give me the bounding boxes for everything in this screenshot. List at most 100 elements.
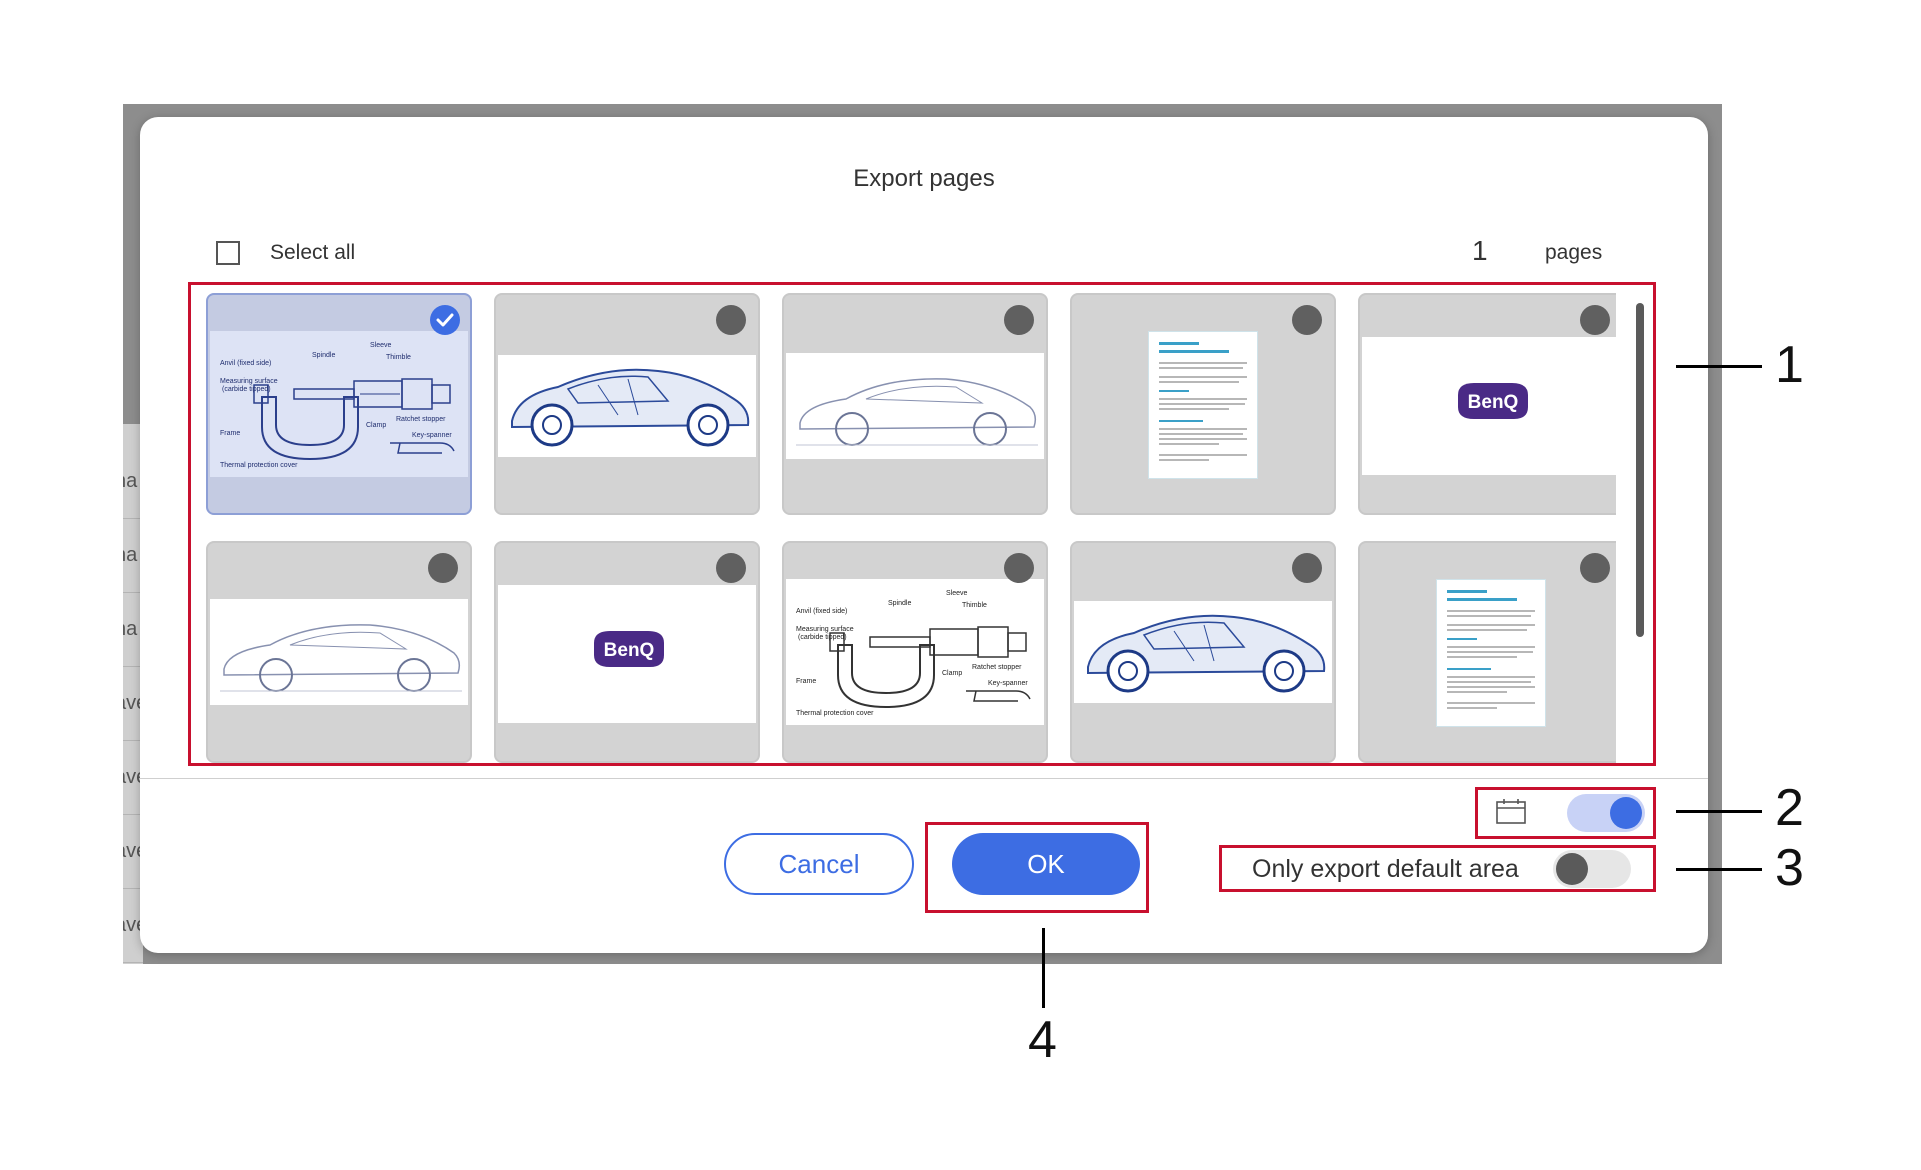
page-thumbnail[interactable]: [1070, 541, 1336, 763]
logo-text: BenQ: [1468, 392, 1519, 413]
callout-box-4: [925, 822, 1149, 913]
document-lines: [1159, 342, 1247, 461]
select-all-label: Select all: [270, 241, 356, 264]
unselected-indicator-icon[interactable]: [1292, 305, 1322, 335]
cancel-button[interactable]: Cancel: [724, 833, 914, 895]
micrometer-label: Frame: [220, 430, 240, 437]
car-side-drawing: [220, 624, 462, 692]
callout-box-2: [1475, 787, 1656, 839]
footer-divider: [140, 778, 1708, 779]
micrometer-label: Key-spanner: [412, 432, 452, 439]
callout-leader-4: [1042, 928, 1045, 1008]
car-xray-drawing: [511, 368, 750, 447]
car-side-drawing: [796, 378, 1038, 446]
callout-box-3: [1219, 845, 1656, 892]
document-lines: [1447, 590, 1535, 709]
callout-leader-2: [1676, 810, 1762, 813]
default-area-toggle[interactable]: [1552, 850, 1631, 888]
selected-check-icon[interactable]: [430, 305, 460, 335]
micrometer-label: Thermal protection cover: [796, 710, 874, 717]
callout-number-1: 1: [1775, 336, 1804, 394]
micrometer-label: Anvil (fixed side): [796, 608, 847, 615]
page-count-unit: pages: [1545, 241, 1603, 264]
micrometer-label: Clamp: [942, 670, 962, 677]
background-list-item: na: [123, 444, 143, 519]
unselected-indicator-icon[interactable]: [1004, 553, 1034, 583]
unselected-indicator-icon[interactable]: [1580, 305, 1610, 335]
background-list: [123, 424, 143, 964]
select-all-control[interactable]: Select all: [216, 241, 355, 265]
micrometer-label: Sleeve: [946, 590, 968, 597]
toggle-knob: [1555, 853, 1588, 885]
micrometer-label: Clamp: [366, 422, 386, 429]
page-thumbnail[interactable]: [1358, 541, 1616, 763]
background-list-item: ave: [123, 666, 143, 741]
logo-text: BenQ: [604, 640, 655, 661]
unselected-indicator-icon[interactable]: [1004, 305, 1034, 335]
thumbnail-scrollbar[interactable]: [1636, 303, 1644, 637]
car-sketch-image: [786, 353, 1044, 459]
micrometer-label: Ratchet stopper: [396, 416, 446, 423]
background-list-item: na: [123, 518, 143, 593]
micrometer-image: Anvil (fixed side) Spindle Sleeve Thimbl…: [786, 579, 1044, 725]
page-thumbnail[interactable]: [206, 541, 472, 763]
unselected-indicator-icon[interactable]: [428, 553, 458, 583]
page-thumbnail[interactable]: Anvil (fixed side) Spindle Sleeve Thimbl…: [206, 293, 472, 515]
document-page-image: [1148, 331, 1258, 479]
callout-number-3: 3: [1775, 839, 1804, 897]
callout-number-4: 4: [1028, 1011, 1057, 1069]
page-thumbnail[interactable]: BenQ: [494, 541, 760, 763]
background-list-item: ave: [123, 888, 143, 963]
calendar-toggle[interactable]: [1567, 794, 1645, 832]
benq-logo: BenQ: [594, 631, 664, 667]
page-thumbnail[interactable]: [1070, 293, 1336, 515]
background-list-item: na: [123, 592, 143, 667]
car-sketch-image: [1074, 601, 1332, 703]
micrometer-label: Sleeve: [370, 342, 392, 349]
select-all-checkbox[interactable]: [216, 241, 240, 265]
page-thumbnail[interactable]: [782, 293, 1048, 515]
callout-leader-3: [1676, 868, 1762, 871]
micrometer-label: Frame: [796, 678, 816, 685]
micrometer-label: (carbide tipped): [798, 634, 847, 641]
export-pages-dialog: Export pages Select all 1 pages Anvil: [140, 117, 1708, 953]
unselected-indicator-icon[interactable]: [716, 305, 746, 335]
micrometer-image: Anvil (fixed side) Spindle Sleeve Thimbl…: [210, 331, 468, 477]
car-sketch-image: [210, 599, 468, 705]
page-thumbnail[interactable]: [494, 293, 760, 515]
background-list-item: ave: [123, 814, 143, 889]
callout-box-1: [188, 282, 1656, 766]
micrometer-label: Key-spanner: [988, 680, 1028, 687]
micrometer-label: Thimble: [962, 602, 987, 609]
page-thumbnail[interactable]: BenQ: [1358, 293, 1616, 515]
default-area-row: Only export default area: [1252, 850, 1631, 888]
page-thumbnail[interactable]: Anvil (fixed side) Spindle Sleeve Thimbl…: [782, 541, 1048, 763]
micrometer-label: (carbide tipped): [222, 386, 271, 393]
micrometer-label: Spindle: [888, 600, 911, 607]
micrometer-label: Measuring surface: [796, 626, 854, 633]
micrometer-label: Ratchet stopper: [972, 664, 1022, 671]
toggle-knob: [1610, 797, 1642, 829]
unselected-indicator-icon[interactable]: [1292, 553, 1322, 583]
micrometer-label: Thermal protection cover: [220, 462, 298, 469]
car-sketch-image: [498, 355, 756, 457]
micrometer-label: Anvil (fixed side): [220, 360, 271, 367]
unselected-indicator-icon[interactable]: [1580, 553, 1610, 583]
dialog-title: Export pages: [853, 165, 995, 192]
benq-logo-image: BenQ: [1362, 337, 1616, 475]
callout-number-2: 2: [1775, 779, 1804, 837]
micrometer-label: Thimble: [386, 354, 411, 361]
calendar-toggle-row: [1495, 794, 1645, 832]
calendar-icon: [1495, 797, 1527, 830]
callout-leader-1: [1676, 365, 1762, 368]
benq-logo: BenQ: [1458, 383, 1528, 419]
benq-logo-image: BenQ: [498, 585, 756, 723]
ok-button[interactable]: OK: [952, 833, 1140, 895]
background-list-item: ave: [123, 740, 143, 815]
micrometer-drawing: Anvil (fixed side) Spindle Sleeve Thimbl…: [220, 342, 455, 469]
document-page-image: [1436, 579, 1546, 727]
page-thumbnail-grid: Anvil (fixed side) Spindle Sleeve Thimbl…: [206, 293, 1616, 769]
micrometer-label: Measuring surface: [220, 378, 278, 385]
unselected-indicator-icon[interactable]: [716, 553, 746, 583]
micrometer-label: Spindle: [312, 352, 335, 359]
